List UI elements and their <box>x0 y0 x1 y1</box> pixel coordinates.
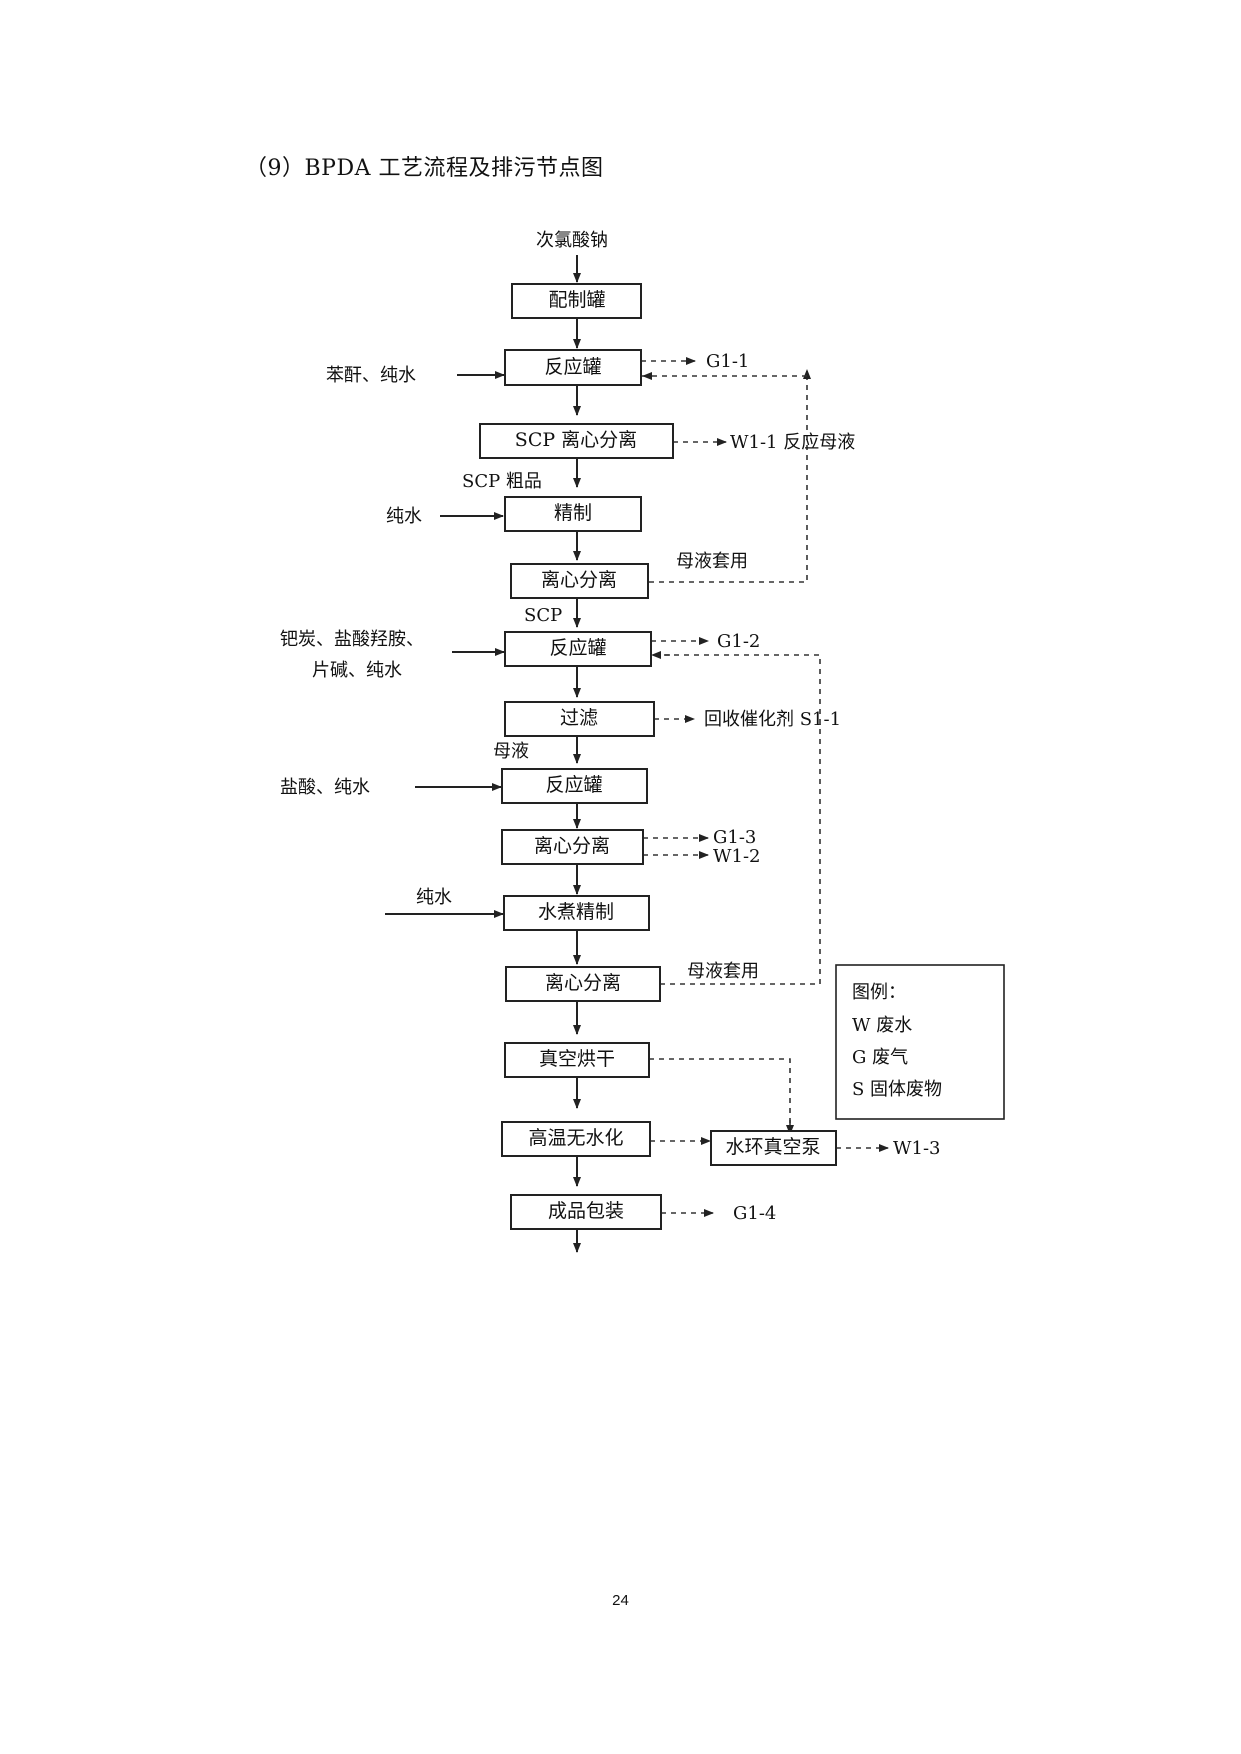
emission-g1-2: G1-2 <box>717 631 760 652</box>
step-separation1: 离心分离 <box>510 563 649 599</box>
label-scp: SCP <box>524 605 562 626</box>
dashed-emission-lines <box>641 357 889 1217</box>
step-vacuum-dry: 真空烘干 <box>504 1042 650 1078</box>
emission-g1-3: G1-3 <box>713 827 756 848</box>
emission-w1-3: W1-3 <box>893 1138 941 1159</box>
svg-text:配制罐: 配制罐 <box>548 289 605 311</box>
legend-box: 图例： W 废水 G 废气 S 固体废物 <box>835 964 1005 1120</box>
legend-w: W 废水 <box>852 1015 912 1036</box>
input-catalyst-line2: 片碱、纯水 <box>312 660 402 681</box>
svg-text:过滤: 过滤 <box>560 707 598 729</box>
svg-text:真空烘干: 真空烘干 <box>539 1048 615 1070</box>
svg-text:成品包装: 成品包装 <box>548 1200 624 1222</box>
label-mother-reuse-1: 母液套用 <box>676 551 748 572</box>
svg-text:高温无水化: 高温无水化 <box>528 1127 623 1149</box>
step-prep: 配制罐 <box>511 283 642 319</box>
step-water-ring-pump: 水环真空泵 <box>710 1130 837 1166</box>
label-scp-crude: SCP 粗品 <box>462 471 542 492</box>
label-mother-reuse-2: 母液套用 <box>687 961 759 982</box>
input-anhydride-water: 苯酐、纯水 <box>326 365 416 386</box>
emission-g1-1: G1-1 <box>706 351 749 372</box>
page-number: 24 <box>612 1592 629 1609</box>
input-pure-water-2: 纯水 <box>416 887 452 908</box>
step-filter: 过滤 <box>504 701 655 737</box>
svg-text:反应罐: 反应罐 <box>549 637 606 659</box>
step-react1: 反应罐 <box>504 349 642 386</box>
svg-text:离心分离: 离心分离 <box>541 569 617 591</box>
label-mother-liquor: 母液 <box>493 741 529 762</box>
svg-text:反应罐: 反应罐 <box>544 356 601 378</box>
step-scp-separation: SCP 离心分离 <box>479 423 674 459</box>
legend-title: 图例： <box>852 982 906 1003</box>
step-separation2: 离心分离 <box>501 829 644 865</box>
step-boil-refine: 水煮精制 <box>503 895 650 931</box>
emission-w1-2: W1-2 <box>713 846 761 867</box>
step-dehydrate: 高温无水化 <box>501 1121 651 1157</box>
emission-s1-1: 回收催化剂 S1-1 <box>704 709 841 730</box>
page-heading: （9）BPDA 工艺流程及排污节点图 <box>245 156 604 181</box>
svg-text:水环真空泵: 水环真空泵 <box>725 1136 820 1158</box>
legend-g: G 废气 <box>852 1047 908 1068</box>
step-refine: 精制 <box>504 496 642 532</box>
input-pure-water-1: 纯水 <box>386 506 422 527</box>
input-sodium-hypochlorite: 次氯酸钠 <box>536 230 608 251</box>
main-flow-arrows <box>385 255 581 1253</box>
step-packaging: 成品包装 <box>510 1194 662 1230</box>
svg-text:反应罐: 反应罐 <box>545 774 602 796</box>
emission-g1-4: G1-4 <box>733 1203 776 1224</box>
step-react3: 反应罐 <box>501 768 648 804</box>
svg-text:SCP 离心分离: SCP 离心分离 <box>515 429 637 451</box>
legend-s: S 固体废物 <box>852 1079 942 1100</box>
svg-text:精制: 精制 <box>554 502 592 524</box>
input-catalyst-line1: 钯炭、盐酸羟胺、 <box>280 629 424 650</box>
step-react2: 反应罐 <box>504 631 652 667</box>
svg-text:离心分离: 离心分离 <box>534 835 610 857</box>
emission-w1-1: W1-1 反应母液 <box>730 432 855 453</box>
input-hcl-water: 盐酸、纯水 <box>280 777 370 798</box>
svg-text:离心分离: 离心分离 <box>545 972 621 994</box>
svg-text:水煮精制: 水煮精制 <box>538 901 614 923</box>
step-separation3: 离心分离 <box>505 966 661 1002</box>
